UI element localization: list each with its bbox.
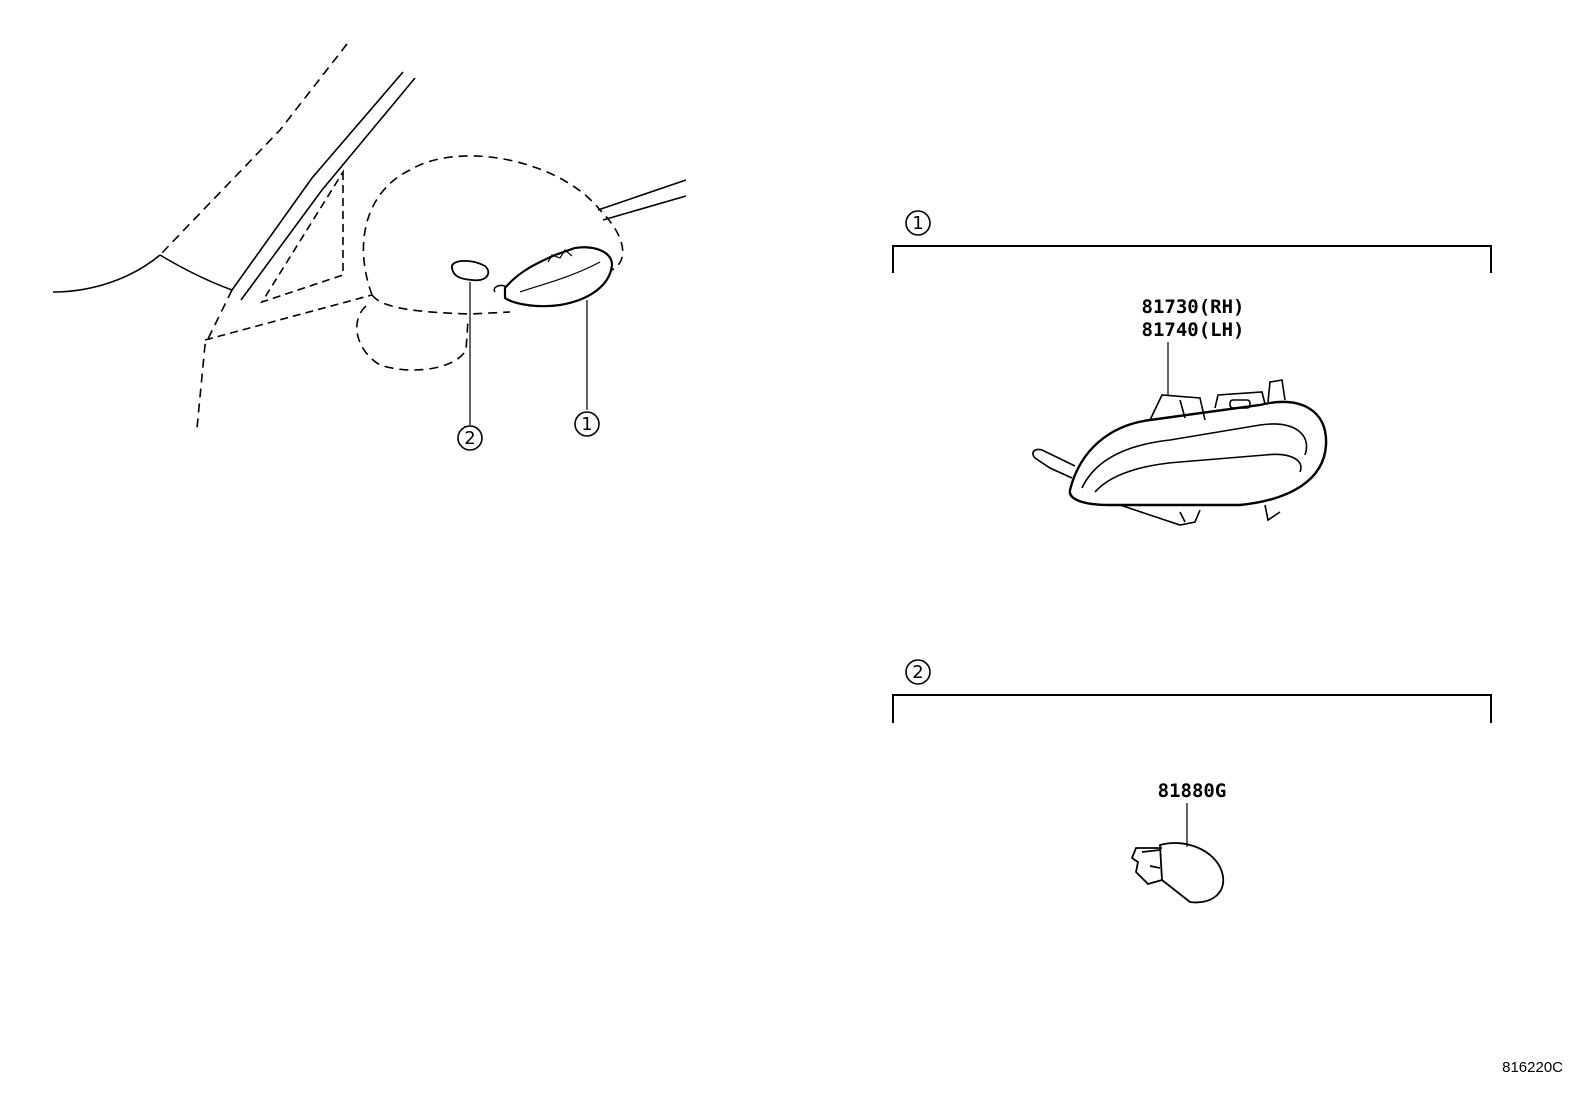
svg-text:1: 1 <box>581 414 592 435</box>
svg-text:2: 2 <box>464 428 475 449</box>
part-number-81730: 81730(RH) <box>1142 296 1245 318</box>
section-1-bracket <box>892 245 1492 273</box>
section-2-number: 2 <box>905 659 931 685</box>
section-1-number: 1 <box>905 210 931 236</box>
callout-2: 2 <box>457 425 483 451</box>
part-number-81880G: 81880G <box>1158 780 1227 802</box>
figure-id: 816220C <box>1502 1059 1563 1076</box>
section-2: 2 81880G <box>892 659 1492 904</box>
section-2-bracket <box>892 694 1492 723</box>
callout-1: 1 <box>574 411 600 437</box>
section-1: 1 81730(RH) 81740(LH) <box>892 210 1492 526</box>
mirror-turn-signal-lamp-icon <box>1032 379 1328 526</box>
svg-text:1: 1 <box>912 213 923 234</box>
part-number-81740: 81740(LH) <box>1142 319 1245 341</box>
svg-text:2: 2 <box>912 662 923 683</box>
mirror-overview-illustration <box>52 43 687 429</box>
wedge-bulb-icon <box>1130 842 1225 904</box>
